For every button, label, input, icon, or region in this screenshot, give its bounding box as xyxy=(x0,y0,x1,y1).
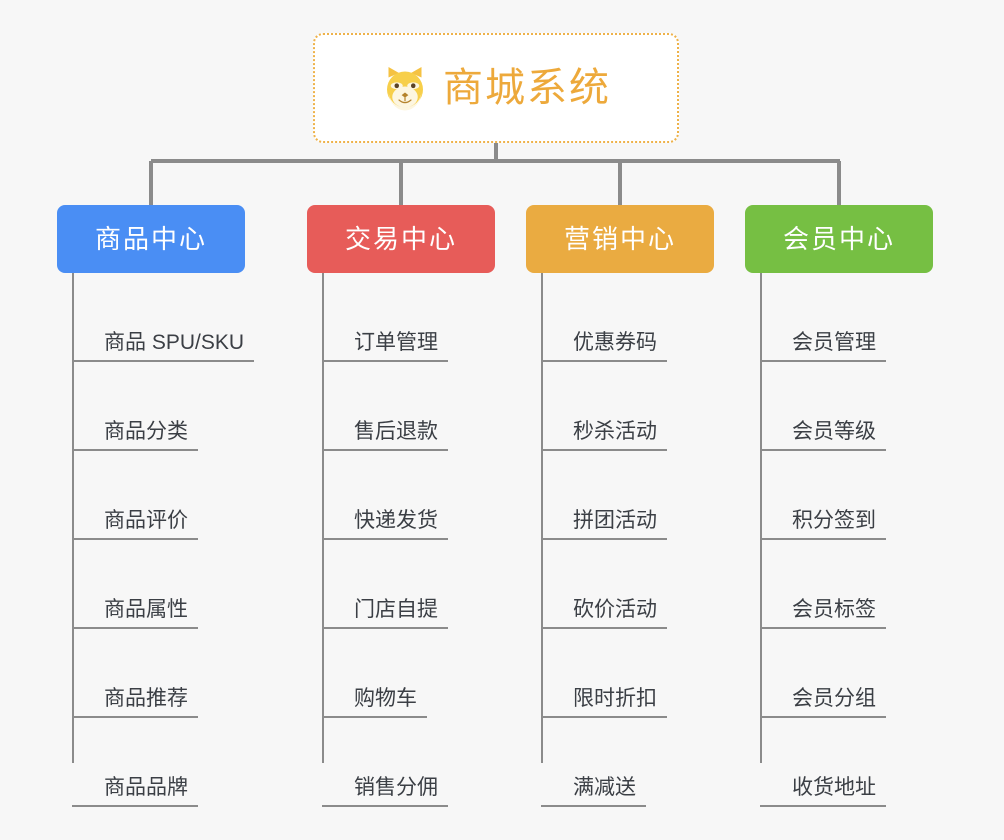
category-box-trade-center[interactable]: 交易中心 xyxy=(307,205,495,273)
category-label: 商品中心 xyxy=(94,224,207,254)
leaf-item-label: 售后退款 xyxy=(322,420,448,451)
category-box-member-center[interactable]: 会员中心 xyxy=(745,205,933,273)
leaf-item[interactable]: 购物车 xyxy=(322,629,552,718)
leaf-item-label: 会员标签 xyxy=(760,598,886,629)
leaf-item-label: 满减送 xyxy=(541,776,646,807)
leaf-item[interactable]: 商品评价 xyxy=(72,451,302,540)
leaf-item-label: 商品评价 xyxy=(72,509,198,540)
category-box-marketing-center[interactable]: 营销中心 xyxy=(526,205,714,273)
leaf-item[interactable]: 商品分类 xyxy=(72,362,302,451)
leaf-item[interactable]: 销售分佣 xyxy=(322,718,552,807)
leaf-item-label: 商品 SPU/SKU xyxy=(72,331,255,362)
shiba-dog-icon xyxy=(387,67,423,111)
leaf-item-label: 销售分佣 xyxy=(322,776,448,807)
category-label: 营销中心 xyxy=(563,224,676,254)
leaf-item[interactable]: 限时折扣 xyxy=(541,629,771,718)
category-box-product-center[interactable]: 商品中心 xyxy=(57,205,245,273)
leaf-item[interactable]: 商品品牌 xyxy=(72,718,302,807)
leaf-column-marketing-center: 优惠券码 秒杀活动 拼团活动 砍价活动 限时折扣 满减送 xyxy=(541,273,771,807)
leaf-item[interactable]: 商品属性 xyxy=(72,540,302,629)
leaf-item-label: 优惠券码 xyxy=(541,331,667,362)
leaf-item-label: 收货地址 xyxy=(760,776,886,807)
leaf-item[interactable]: 门店自提 xyxy=(322,540,552,629)
leaf-item-label: 订单管理 xyxy=(322,331,448,362)
leaf-item-label: 砍价活动 xyxy=(541,598,667,629)
leaf-item-label: 门店自提 xyxy=(322,598,448,629)
leaf-item-label: 拼团活动 xyxy=(541,509,667,540)
root-node-mall-system[interactable]: 商城系统 xyxy=(313,33,679,143)
leaf-item-label: 商品属性 xyxy=(72,598,198,629)
leaf-item[interactable]: 拼团活动 xyxy=(541,451,771,540)
leaf-item-label: 会员等级 xyxy=(760,420,886,451)
leaf-column-member-center: 会员管理 会员等级 积分签到 会员标签 会员分组 收货地址 xyxy=(760,273,990,807)
leaf-item[interactable]: 会员分组 xyxy=(760,629,990,718)
leaf-item[interactable]: 商品 SPU/SKU xyxy=(72,273,302,362)
leaf-item-label: 购物车 xyxy=(322,687,427,718)
leaf-item-label: 快递发货 xyxy=(322,509,448,540)
leaf-item-label: 商品分类 xyxy=(72,420,198,451)
category-label: 会员中心 xyxy=(782,224,895,254)
leaf-item[interactable]: 积分签到 xyxy=(760,451,990,540)
leaf-item[interactable]: 满减送 xyxy=(541,718,771,807)
leaf-column-trade-center: 订单管理 售后退款 快递发货 门店自提 购物车 销售分佣 xyxy=(322,273,552,807)
category-label: 交易中心 xyxy=(344,224,457,254)
leaf-item[interactable]: 会员管理 xyxy=(760,273,990,362)
leaf-item[interactable]: 优惠券码 xyxy=(541,273,771,362)
leaf-item-label: 会员分组 xyxy=(760,687,886,718)
leaf-item[interactable]: 秒杀活动 xyxy=(541,362,771,451)
leaf-item[interactable]: 会员标签 xyxy=(760,540,990,629)
leaf-item[interactable]: 商品推荐 xyxy=(72,629,302,718)
leaf-item-label: 商品品牌 xyxy=(72,776,198,807)
leaf-item[interactable]: 收货地址 xyxy=(760,718,990,807)
leaf-column-product-center: 商品 SPU/SKU 商品分类 商品评价 商品属性 商品推荐 商品品牌 xyxy=(72,273,302,807)
leaf-item-label: 积分签到 xyxy=(760,509,886,540)
leaf-item[interactable]: 砍价活动 xyxy=(541,540,771,629)
leaf-item[interactable]: 会员等级 xyxy=(760,362,990,451)
leaf-item[interactable]: 订单管理 xyxy=(322,273,552,362)
root-node-title: 商城系统 xyxy=(443,66,611,110)
leaf-item-label: 秒杀活动 xyxy=(541,420,667,451)
leaf-item-label: 会员管理 xyxy=(760,331,886,362)
leaf-item-label: 商品推荐 xyxy=(72,687,198,718)
leaf-item[interactable]: 售后退款 xyxy=(322,362,552,451)
leaf-item[interactable]: 快递发货 xyxy=(322,451,552,540)
leaf-item-label: 限时折扣 xyxy=(541,687,667,718)
